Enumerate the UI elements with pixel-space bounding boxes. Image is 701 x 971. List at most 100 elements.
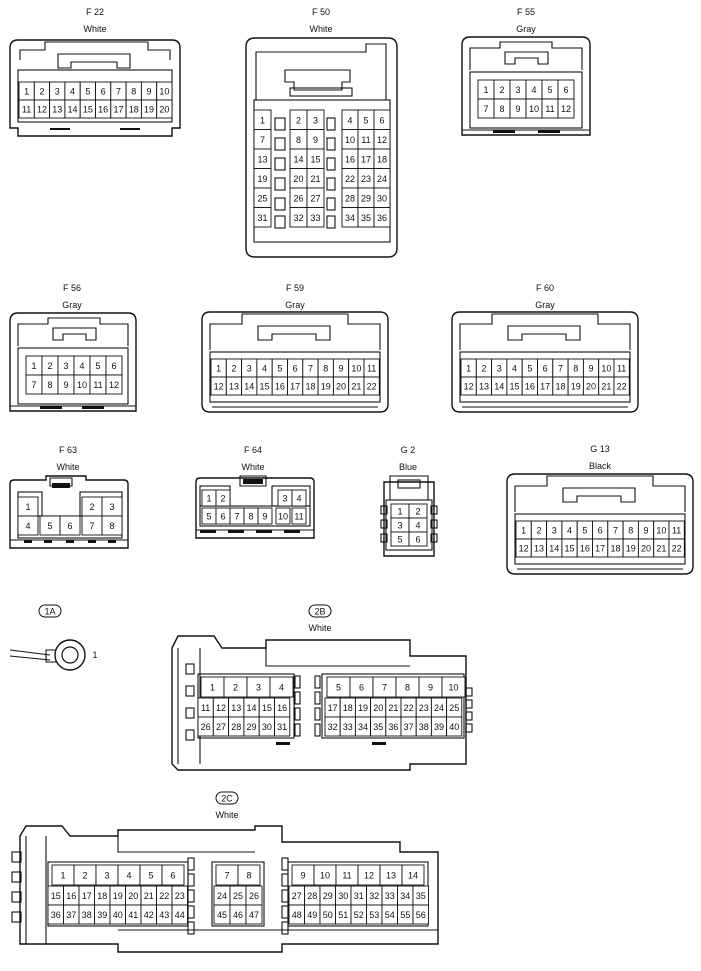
pin-number: 11	[294, 512, 303, 522]
pin-number: 6	[67, 521, 72, 531]
pin-number: 16	[345, 154, 355, 164]
pin-number: 11	[93, 380, 102, 390]
pin-cell	[105, 374, 123, 395]
pin-number: 47	[249, 910, 259, 920]
pin-cell	[215, 489, 231, 507]
pin-number: 44	[175, 910, 185, 920]
pin-number: 18	[129, 105, 139, 115]
pin-number: 4	[262, 364, 267, 374]
key-slot	[274, 137, 286, 151]
key-slot	[294, 707, 301, 721]
pin-number: 4	[347, 115, 352, 125]
lock-tab	[465, 711, 473, 721]
pin-number: 5	[95, 361, 100, 371]
pin-number: 26	[293, 193, 303, 203]
lock-tab	[380, 505, 388, 515]
pin-number: 16	[98, 105, 108, 115]
pin-number: 39	[434, 722, 444, 732]
latch	[52, 327, 97, 341]
latch-slot	[243, 479, 263, 484]
pin-number: 6	[359, 683, 364, 693]
pin-number: 8	[628, 526, 633, 536]
pin-number: 4	[512, 364, 517, 374]
pin-number: 1	[466, 364, 471, 374]
pin-number: 9	[63, 380, 68, 390]
pin-number: 52	[354, 910, 364, 920]
lock-tab	[380, 519, 388, 529]
latch-slot	[493, 130, 515, 133]
pin-number: 18	[343, 703, 353, 713]
pin-number: 25	[233, 891, 243, 901]
key-slot	[274, 117, 286, 131]
pin-number: 15	[565, 544, 575, 554]
hood-rim	[459, 313, 631, 350]
pin-number: 13	[257, 154, 267, 164]
connector-code: F 59	[286, 283, 304, 293]
key-slot	[294, 675, 301, 689]
latch-slot	[82, 406, 104, 409]
pin-number: 25	[257, 193, 267, 203]
connector-code: 1A	[44, 607, 55, 617]
pin-number: 17	[328, 703, 338, 713]
latch	[507, 325, 581, 341]
pin-number: 3	[63, 361, 68, 371]
pin-number: 45	[217, 910, 227, 920]
lock-tab	[465, 687, 473, 697]
latch-slot	[228, 530, 244, 533]
connector-color: White	[309, 24, 332, 34]
pin-number: 46	[233, 910, 243, 920]
pin-number: 11	[342, 871, 351, 881]
latch	[49, 477, 73, 487]
latch-slot	[372, 742, 386, 745]
pin-number: 2	[220, 494, 225, 504]
pin-number: 14	[247, 703, 257, 713]
pin-number: 18	[305, 382, 315, 392]
pin-number: 11	[545, 104, 554, 114]
pin-number: 28	[231, 722, 241, 732]
hood-rim	[514, 475, 686, 512]
pin-number: 3	[497, 364, 502, 374]
key-slot	[314, 691, 321, 705]
pin-number: 28	[345, 193, 355, 203]
key-slot	[294, 691, 301, 705]
pin-cell	[412, 904, 429, 925]
hood-rim	[17, 317, 129, 346]
lock-tab	[430, 519, 438, 529]
pin-number: 9	[589, 364, 594, 374]
pin-number: 14	[244, 382, 254, 392]
pin-number: 11	[361, 135, 370, 145]
pin-number: 37	[404, 722, 414, 732]
pin-number: 10	[345, 135, 355, 145]
pin-number: 27	[310, 193, 320, 203]
pin-number: 12	[364, 871, 374, 881]
pin-number: 10	[656, 526, 666, 536]
pin-number: 1	[31, 361, 36, 371]
pin-number: 1	[521, 526, 526, 536]
connector-color: Gray	[285, 300, 305, 310]
pin-number: 19	[144, 105, 154, 115]
pin-number: 12	[561, 104, 571, 114]
pin-number: 18	[555, 382, 565, 392]
connector-code: F 64	[244, 445, 262, 455]
wire	[9, 649, 51, 656]
pin-number: 17	[82, 891, 92, 901]
cavity	[321, 673, 465, 739]
connector-code: 2B	[314, 607, 325, 617]
pin-cell	[245, 904, 263, 925]
latch	[239, 475, 267, 487]
key-rib	[289, 87, 353, 97]
lock-tab	[465, 723, 473, 733]
pin-number: 20	[159, 105, 169, 115]
hood-rim	[469, 41, 583, 70]
connector-color: Blue	[399, 462, 417, 472]
pin-number: 34	[358, 722, 368, 732]
connector-color: Gray	[62, 300, 82, 310]
pin-number: 23	[175, 891, 185, 901]
latch	[284, 69, 351, 91]
pin-number: 5	[527, 364, 532, 374]
ring-hole	[61, 646, 79, 664]
